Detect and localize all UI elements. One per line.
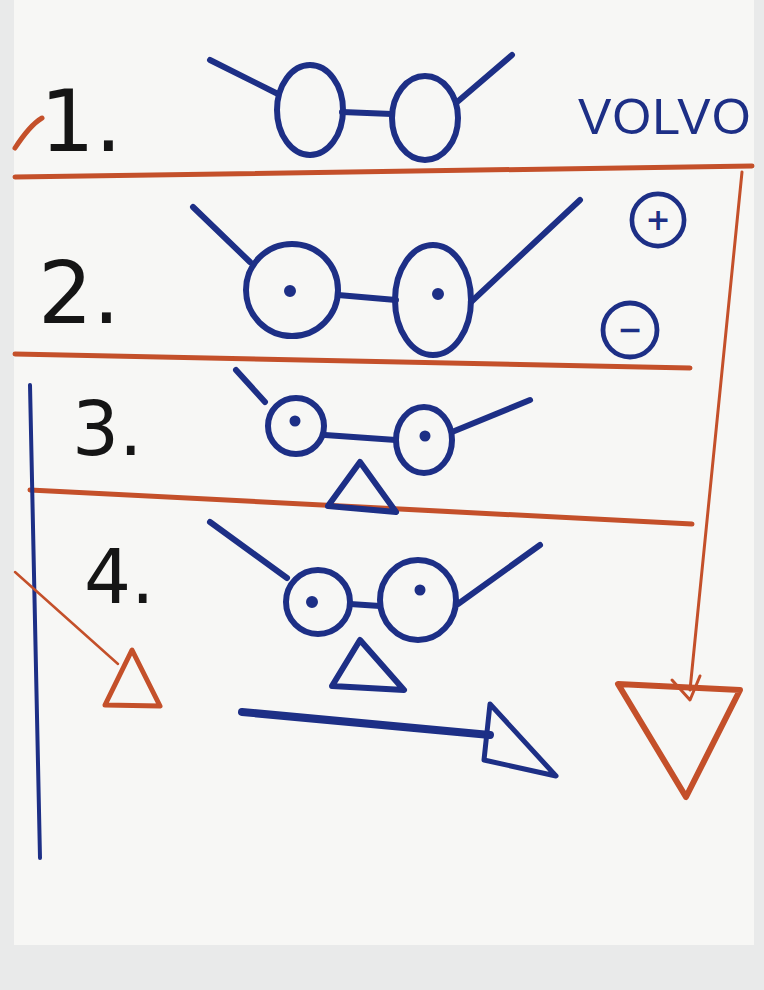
sign-text: + bbox=[645, 205, 670, 235]
circled-sign: + bbox=[629, 191, 687, 249]
sign-text: − bbox=[617, 315, 642, 345]
row-number: 2. bbox=[38, 250, 120, 336]
row-number: 1. bbox=[40, 78, 122, 164]
circled-sign: − bbox=[600, 300, 660, 360]
row-number: 4. bbox=[84, 540, 155, 614]
row-number: 3. bbox=[72, 392, 143, 466]
brand-name: VOLVO bbox=[578, 92, 752, 142]
